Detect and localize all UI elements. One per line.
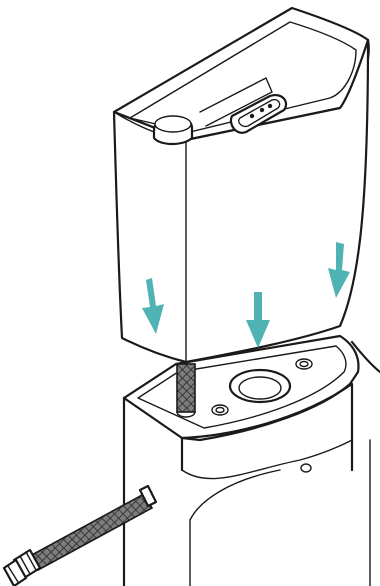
bolt-hole-left [212, 405, 228, 415]
supply-pipe-vertical [177, 364, 195, 412]
bolt-hole-right [296, 359, 312, 369]
water-supply-hose [4, 486, 156, 586]
toilet-bowl [124, 336, 380, 586]
fill-valve-cap [154, 116, 192, 144]
flush-outlet-hole [230, 370, 290, 402]
